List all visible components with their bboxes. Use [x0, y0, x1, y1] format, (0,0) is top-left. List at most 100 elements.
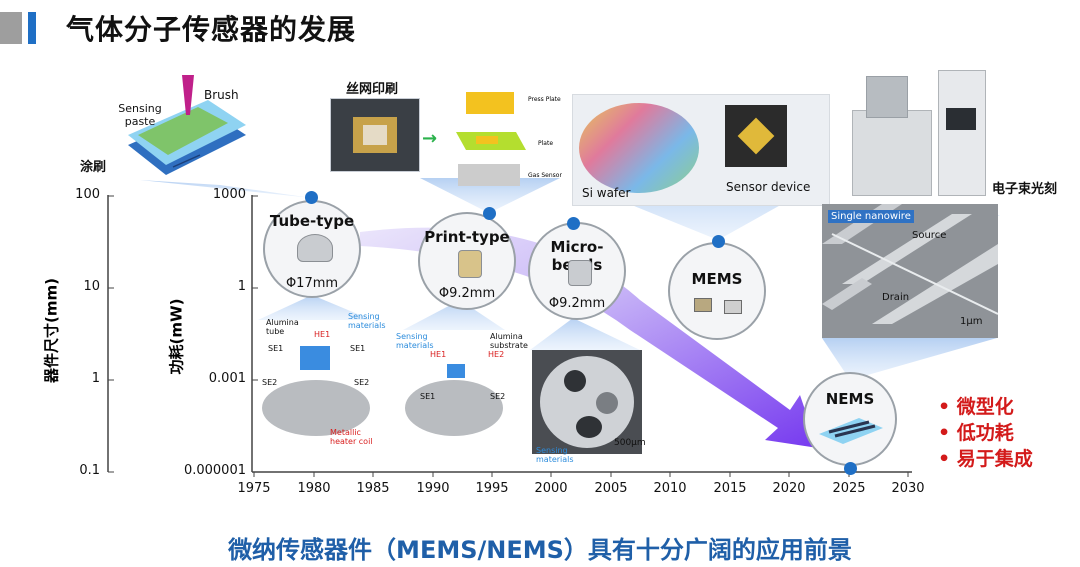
se2-label: SE2: [354, 378, 370, 387]
bullet-item: • 易于集成: [938, 448, 1033, 470]
x-axis-ticks: [253, 472, 909, 477]
stage-circle-tube: Tube-type Φ17mm: [263, 200, 361, 298]
x-tick: 1980: [297, 481, 331, 496]
beam-nems: [822, 338, 997, 380]
left-tick-100: 100: [75, 187, 100, 202]
left-tick-10: 10: [83, 279, 100, 294]
wafer-panel: [572, 94, 830, 206]
bullet-item: • 低功耗: [938, 422, 1014, 444]
x-tick: 1985: [356, 481, 390, 496]
stage-title: NEMS: [825, 390, 875, 408]
beam-microbeads: [530, 318, 640, 350]
stage-title: MEMS: [691, 270, 743, 288]
microbeads-sensor-icon: [568, 260, 592, 286]
bullet-item: • 微型化: [938, 396, 1014, 418]
sensing-materials-label: Sensing materials: [348, 312, 386, 330]
gas-sensor-label: Gas Sensor: [528, 172, 562, 179]
left-axis-label: 器件尺寸(mm): [42, 278, 61, 383]
scale-1um-label: 1μm: [960, 316, 983, 327]
press-plate-label: Press Plate: [528, 96, 561, 103]
x-tick: 2000: [534, 481, 568, 496]
footer-caption: 微纳传感器件（MEMS/NEMS）具有十分广阔的应用前景: [228, 536, 852, 564]
se1-label: SE1: [350, 344, 366, 353]
stage-size: Φ9.2mm: [438, 286, 496, 301]
sensor-device-label: Sensor device: [726, 180, 811, 194]
beam-brush: [140, 180, 312, 198]
stage-size: Φ9.2mm: [548, 296, 606, 311]
metallic-heater-label: Metallic heater coil: [330, 428, 373, 446]
ebeam-label: 电子束光刻: [992, 182, 1058, 197]
left-tick-0.1: 0.1: [79, 463, 100, 478]
page-title: 气体分子传感器的发展: [66, 13, 357, 46]
header-bar-blue: [28, 12, 36, 44]
stage-title: Print-type: [424, 228, 510, 246]
left-tick-1: 1: [91, 371, 100, 386]
ebeam-machine-photo: [846, 70, 986, 196]
se1-label: SE1: [420, 392, 436, 401]
stage-title: Tube-type: [269, 212, 355, 230]
stage-size: Φ17mm: [285, 276, 339, 291]
dot-tube: [305, 191, 318, 204]
he2-label: HE2: [488, 350, 505, 359]
plate-label: Plate: [538, 140, 554, 147]
right-tick-1000: 1000: [212, 187, 246, 202]
right-tick-0.001: 0.001: [208, 371, 246, 386]
single-nanowire-label: Single nanowire: [828, 210, 914, 223]
x-tick: 1990: [416, 481, 450, 496]
x-tick: 2030: [891, 481, 925, 496]
tube-sensor-icon: [297, 234, 333, 262]
tube-base-illustration: [258, 320, 374, 444]
microbeads-photo: [532, 350, 642, 454]
se1-label: SE1: [268, 344, 284, 353]
nanowire-sem-image: [822, 204, 998, 338]
mems-chip-icon: [694, 298, 712, 312]
sensing-materials-label: Sensing materials: [396, 332, 434, 350]
right-tick-0.000001: 0.000001: [183, 463, 246, 478]
x-tick: 2020: [772, 481, 806, 496]
beam-tube: [258, 295, 372, 320]
alumina-substrate-label: Alumina substrate: [490, 332, 528, 350]
screen-print-photo: [330, 98, 420, 172]
right-tick-1: 1: [237, 279, 246, 294]
se2-label: SE2: [262, 378, 278, 387]
beam-printbase: [403, 300, 505, 330]
x-tick: 2025: [832, 481, 866, 496]
alumina-tube-label: Alumina tube: [266, 318, 299, 336]
dot-nems: [844, 462, 857, 475]
brush-coating-illustration: [118, 75, 248, 183]
stage-circle-microbeads: Micro-beads Φ9.2mm: [528, 222, 626, 320]
x-tick: 2015: [713, 481, 747, 496]
dot-mems: [712, 235, 725, 248]
print-diagram: [446, 92, 546, 188]
stage-circle-nems: NEMS: [803, 372, 897, 466]
se2-label: SE2: [490, 392, 506, 401]
mems-chip-icon: [724, 300, 742, 314]
he1-label: HE1: [314, 330, 331, 339]
left-axis-ticks: [108, 195, 114, 473]
scale-500um-label: 500μm: [614, 438, 646, 448]
sensing-paste-label: Sensing paste: [118, 102, 162, 128]
source-label: Source: [912, 230, 947, 241]
he1-label: HE1: [430, 350, 447, 359]
stage-circle-print: Print-type Φ9.2mm: [418, 212, 516, 310]
screen-print-label: 丝网印刷: [346, 82, 399, 97]
sensing-materials-label: Sensing materials: [536, 446, 574, 464]
drain-label: Drain: [882, 292, 910, 303]
dot-microbeads: [567, 217, 580, 230]
x-tick: 2010: [653, 481, 687, 496]
header-bar-gray: [0, 12, 22, 44]
x-tick: 1975: [237, 481, 271, 496]
dot-print: [483, 207, 496, 220]
print-sensor-icon: [458, 250, 482, 278]
beam-print: [420, 178, 560, 213]
brush-method-label: 涂刷: [80, 160, 107, 175]
nems-device-icon: [819, 418, 883, 444]
brush-label: Brush: [204, 88, 239, 102]
x-tick: 2005: [594, 481, 628, 496]
green-arrow: →: [422, 128, 438, 149]
right-axis-ticks: [252, 195, 258, 473]
si-wafer-label: Si wafer: [582, 186, 631, 200]
stage-circle-mems: MEMS: [668, 242, 766, 340]
x-tick: 1995: [475, 481, 509, 496]
print-base-illustration: [403, 330, 505, 444]
